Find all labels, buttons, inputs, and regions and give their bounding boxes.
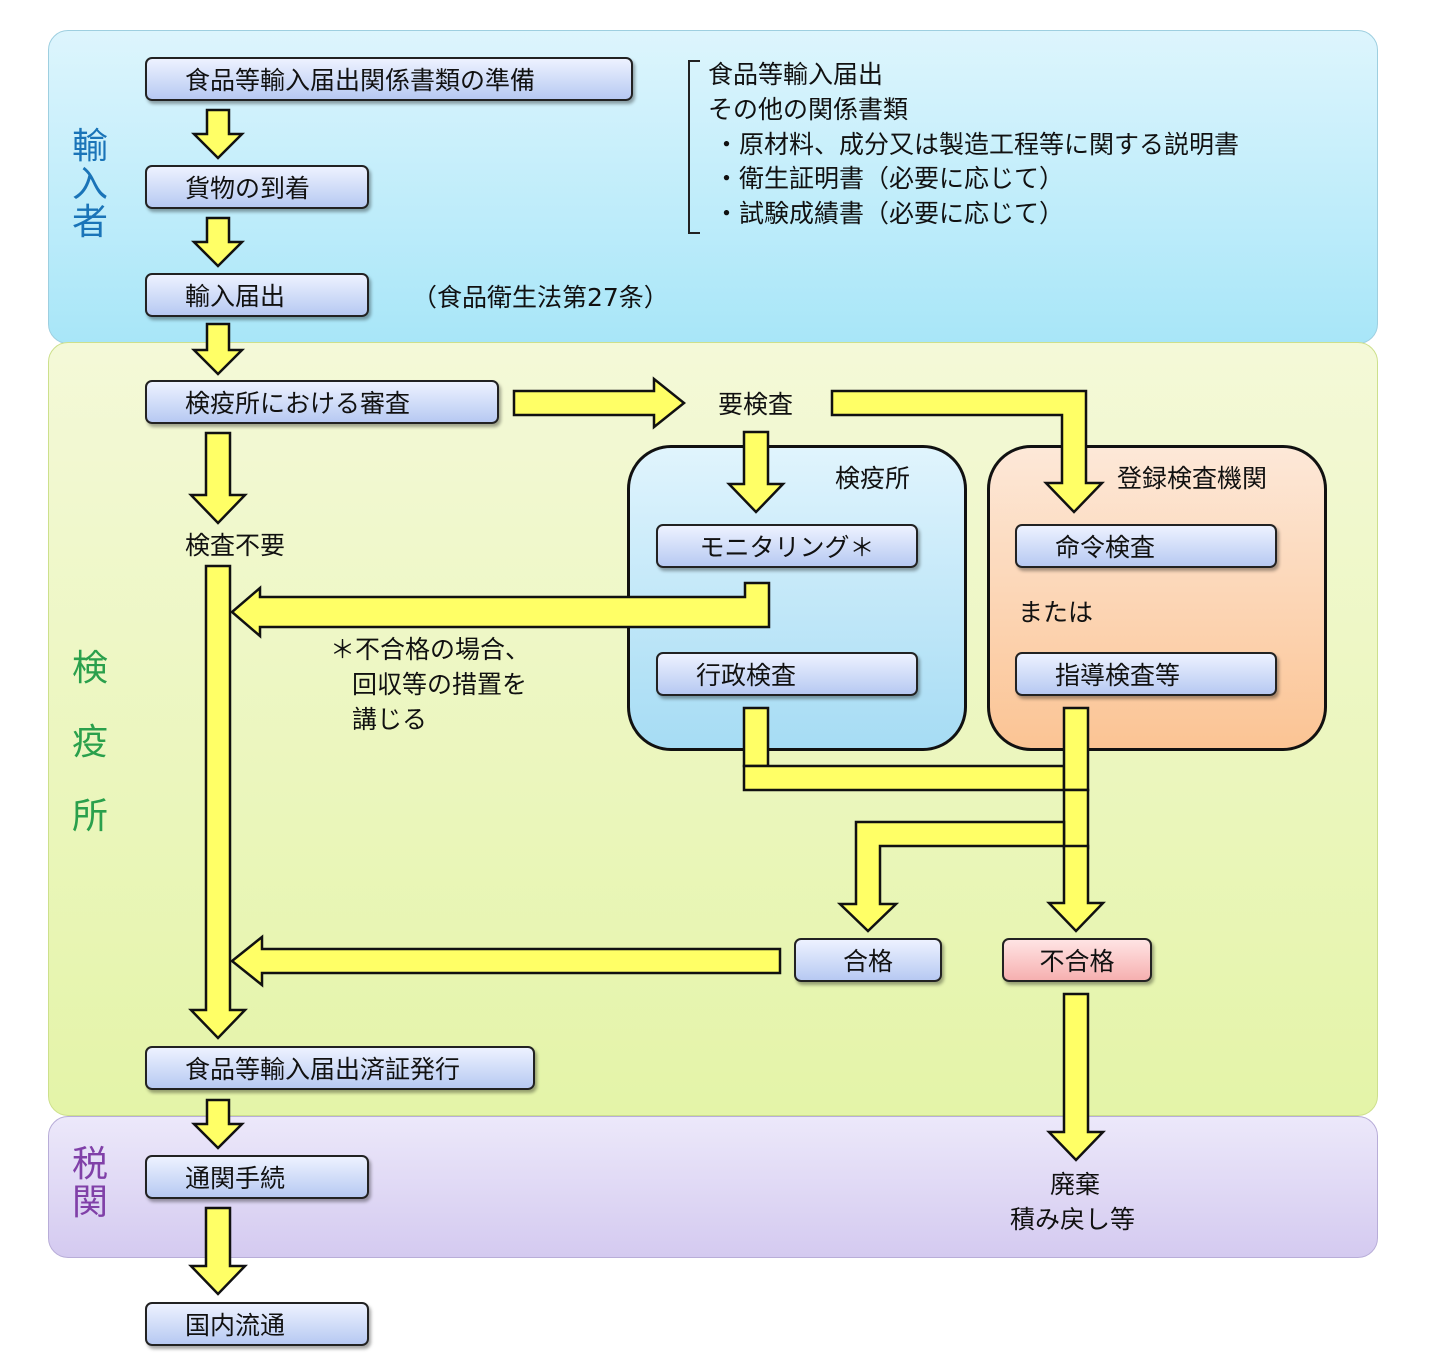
line-admin-to-right xyxy=(742,764,1066,792)
arrival-step: 貨物の到着 xyxy=(145,165,369,209)
documents-line-3: ・原材料、成分又は製造工程等に関する説明書 xyxy=(714,130,1240,159)
domestic-distribution-step: 国内流通 xyxy=(145,1302,369,1346)
documents-line-1: 食品等輸入届出 xyxy=(708,60,884,89)
pass-result: 合格 xyxy=(794,938,942,982)
arrow-required-to-agency xyxy=(830,389,1105,514)
fail-result: 不合格 xyxy=(1002,938,1152,982)
documents-line-2: その他の関係書類 xyxy=(708,95,909,124)
arrow-merge-to-pass xyxy=(836,820,1066,933)
law-reference: （食品衛生法第27条） xyxy=(412,283,669,312)
review-step: 検疫所における審査 xyxy=(145,380,499,424)
guidance-inspection: 指導検査等 xyxy=(1015,652,1277,696)
monitoring-inspection: モニタリング＊ xyxy=(656,524,918,568)
arrow-review-to-required xyxy=(512,376,687,430)
line-admin-down xyxy=(742,706,770,768)
documents-line-4: ・衛生証明書（必要に応じて） xyxy=(714,164,1065,193)
line-guidance-down xyxy=(1062,706,1090,792)
arrow-prepare-to-arrival xyxy=(190,108,246,160)
fail-note-line-3: 講じる xyxy=(352,705,428,734)
arrow-arrival-to-notification xyxy=(190,216,246,268)
quarantine-label-char-2: 疫 xyxy=(71,722,108,763)
arrow-required-to-monitoring xyxy=(726,430,786,514)
import-notification-step: 輸入届出 xyxy=(145,273,369,317)
disposal-line-2: 積み戻し等 xyxy=(1010,1205,1136,1234)
quarantine-label-char-1: 検 xyxy=(71,648,108,689)
arrow-customs-to-domestic xyxy=(188,1206,248,1296)
administrative-inspection: 行政検査 xyxy=(656,652,918,696)
fail-note-line-1: ＊不合格の場合、 xyxy=(330,635,531,664)
no-inspection-label: 検査不要 xyxy=(185,531,286,560)
documents-line-5: ・試験成績書（必要に応じて） xyxy=(714,199,1065,228)
arrow-review-to-no-inspection xyxy=(188,431,248,525)
fail-note-line-2: 回収等の措置を xyxy=(352,670,528,699)
arrow-no-inspection-to-certificate xyxy=(188,564,248,1040)
arrow-notification-to-review xyxy=(190,322,246,376)
documents-bracket xyxy=(688,60,700,234)
certificate-step: 食品等輸入届出済証発行 xyxy=(145,1046,535,1090)
arrow-monitoring-to-main xyxy=(230,581,771,639)
ordered-inspection: 命令検査 xyxy=(1015,524,1277,568)
or-label: または xyxy=(1018,598,1094,627)
arrow-pass-to-main xyxy=(229,934,782,988)
disposal-line-1: 廃棄 xyxy=(1050,1170,1101,1199)
arrow-merge-to-fail xyxy=(1046,844,1106,933)
quarantine-station-title: 検疫所 xyxy=(835,464,911,493)
arrow-certificate-to-customs xyxy=(190,1098,246,1150)
inspection-required-label: 要検査 xyxy=(718,390,794,419)
line-merge-down xyxy=(1062,788,1090,850)
prepare-docs-step: 食品等輸入届出関係書類の準備 xyxy=(145,57,633,101)
customs-lane-label: 税関 xyxy=(71,1144,108,1223)
registered-agency-group xyxy=(987,445,1327,751)
arrow-fail-to-disposal xyxy=(1046,992,1106,1162)
quarantine-lane-label: 検 疫 所 xyxy=(62,632,118,854)
registered-agency-title: 登録検査機関 xyxy=(1117,464,1268,493)
customs-clearance-step: 通関手続 xyxy=(145,1155,369,1199)
importer-lane-label: 輸入者 xyxy=(71,126,108,243)
quarantine-label-char-3: 所 xyxy=(71,796,108,837)
